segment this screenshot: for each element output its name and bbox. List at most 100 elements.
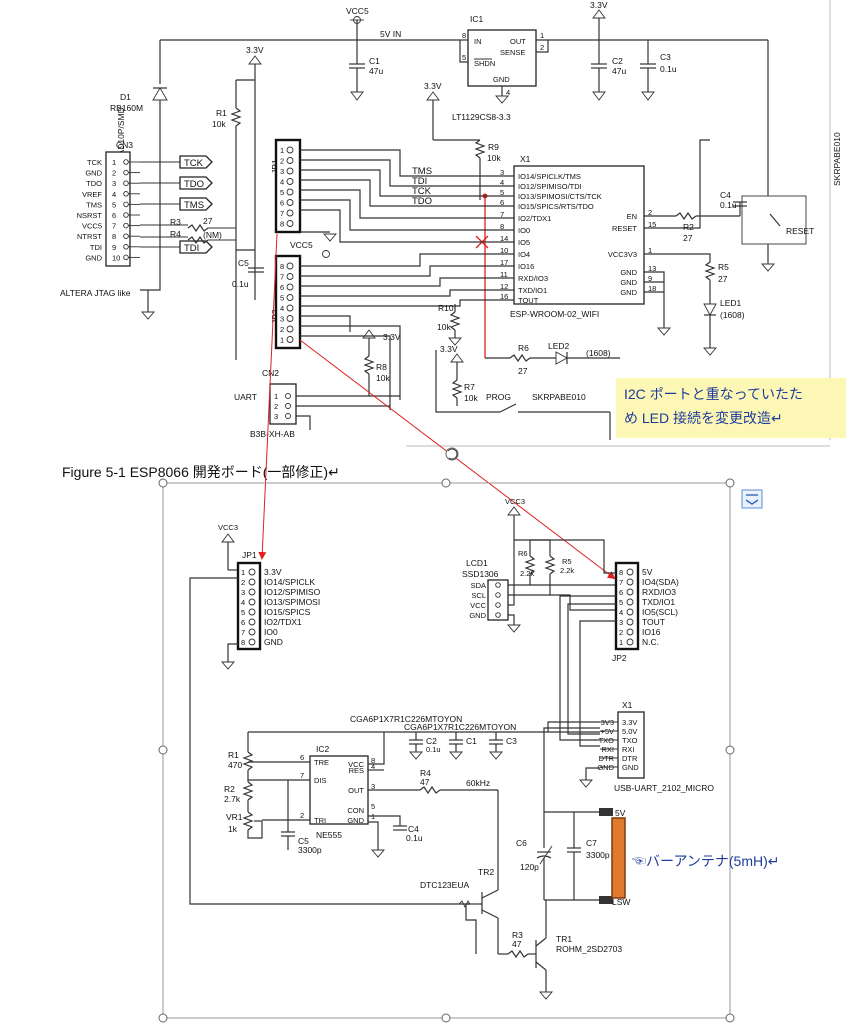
ne555-part: NE555 xyxy=(316,830,342,840)
r9-val: 10k xyxy=(487,153,501,163)
led2-ref: LED2 xyxy=(548,341,570,351)
antenna-bottom-label: LSW xyxy=(612,897,630,907)
jp1-top-pin xyxy=(286,167,294,175)
vr1-val: 1k xyxy=(228,824,238,834)
prog-label: PROG xyxy=(486,392,511,402)
note-line-1: I2C ポートと重なっていたた xyxy=(624,386,803,402)
jp2-top-pin-number: 6 xyxy=(280,283,284,292)
altera-label: ALTERA JTAG like xyxy=(60,288,131,298)
uart-label: UART xyxy=(234,392,257,402)
r7-ref: R7 xyxy=(464,382,475,392)
c5-val: 0.1u xyxy=(232,279,249,289)
top-schematic: VCC5 5V IN C1 47u IC1 IN OUT SENSE SHDN … xyxy=(60,0,842,447)
jp2-bottom-pin-number: 8 xyxy=(619,568,623,577)
lcd1-box xyxy=(487,579,509,621)
cn3-pin-label: TMS xyxy=(86,200,102,209)
rotate-handle[interactable] xyxy=(445,447,459,461)
jp2-bottom-pin-number: 4 xyxy=(619,608,623,617)
esp-right-pin-number: 9 xyxy=(648,274,652,283)
jp1-bottom-pin-number: 4 xyxy=(241,598,245,607)
cn2-pin xyxy=(285,413,291,419)
c5-bottom-ref: C5 xyxy=(298,836,309,846)
annotation-note: I2C ポートと重なっていたた め LED 接続を変更改造↵ xyxy=(616,378,846,438)
jp2-bottom-pin-number: 1 xyxy=(619,638,623,647)
jp2-top-pin xyxy=(286,336,294,343)
cn3-pin-label: NSRST xyxy=(77,211,103,220)
jp1-top-pin-number: 5 xyxy=(280,188,284,197)
jp2-bottom-pin-label: IO5(SCL) xyxy=(642,607,678,617)
jp1-bottom-pin-number: 5 xyxy=(241,608,245,617)
esp-right-pin-label: GND xyxy=(620,288,637,297)
layout-options-icon[interactable] xyxy=(741,489,763,509)
jp1-bottom-pin-label: IO15/SPICS xyxy=(264,607,311,617)
usb-uart-box xyxy=(617,711,645,779)
usb-uart-inner-label: GND xyxy=(622,763,639,772)
jp2-bottom-pin-number: 3 xyxy=(619,618,623,627)
lcd1-ref: LCD1 xyxy=(466,558,488,568)
c1-bottom-ref: C1 xyxy=(466,736,477,746)
c6-ref: C6 xyxy=(516,838,527,848)
esp-left-pin-label: TXD/IO1 xyxy=(518,286,547,295)
esp-right-pin-label: EN xyxy=(627,212,637,221)
jp2-top-pin-number: 5 xyxy=(280,294,284,303)
jp1-bottom-pin-label: IO0 xyxy=(264,627,278,637)
c2-bottom-ref: C2 xyxy=(426,736,437,746)
cn3-pin-number: 8 xyxy=(112,232,116,241)
lcd-pin-label: SCL xyxy=(471,591,486,600)
jtag-net-label: TDI xyxy=(412,176,427,187)
tr2-ref: TR2 xyxy=(478,867,494,877)
vcc3-label-2: VCC3 xyxy=(505,497,525,506)
r10-ref: R10 xyxy=(438,303,454,313)
usb-uart-inner-label: DTR xyxy=(622,754,638,763)
cn3-pin-number: 1 xyxy=(112,158,116,167)
c3-val: 0.1u xyxy=(660,64,677,74)
c4-ref: C4 xyxy=(720,190,731,200)
c7-val: 3300p xyxy=(586,850,610,860)
c5-bottom-val: 3300p xyxy=(298,845,322,855)
jp1-bottom-ref: JP1 xyxy=(242,550,257,560)
r3-bottom-val: 47 xyxy=(512,939,522,949)
tr1-part: ROHM_2SD2703 xyxy=(556,944,622,954)
jp2-bottom-pin-label: RXD/IO3 xyxy=(642,587,676,597)
c1-ref: C1 xyxy=(369,56,380,66)
esp-left-pin-number: 8 xyxy=(500,222,504,231)
ne555-right-label: VCC xyxy=(348,760,364,769)
5v-in-label: 5V IN xyxy=(380,29,401,39)
usb-uart-outer-label: DTR xyxy=(599,754,615,763)
r7-val: 10k xyxy=(464,393,478,403)
esp-right-pin-number: 1 xyxy=(648,246,652,255)
c2-ref: C2 xyxy=(612,56,623,66)
r5-bottom-ref: R5 xyxy=(562,557,572,566)
selection-handles[interactable] xyxy=(158,478,735,1023)
jp2-bottom-pin xyxy=(626,608,634,616)
lcd-pin-label: VCC xyxy=(470,601,486,610)
jp2-bottom-ref: JP2 xyxy=(612,653,627,663)
figure-caption: Figure 5-1 ESP8066 開発ボード(一部修正)↵ xyxy=(62,464,340,480)
esp-left-pins: IO14/SPICLK/TMS3IO12/SPIMISO/TDI4IO13/SP… xyxy=(500,168,602,305)
jp2-header xyxy=(274,254,302,350)
cn3-pin-label: TCK xyxy=(87,158,102,167)
arrow-jp1 xyxy=(258,233,278,560)
ic1-box xyxy=(467,29,537,87)
jp1-top-pin-number: 1 xyxy=(280,146,284,155)
c2-bottom-val: 0.1u xyxy=(426,745,441,754)
jp1-top-pin xyxy=(286,220,294,227)
r3-bottom-ref: R3 xyxy=(512,930,523,940)
c4-val: 0.1u xyxy=(720,200,737,210)
r10-val: 10k xyxy=(437,322,451,332)
esp-left-pin-number: 7 xyxy=(500,210,504,219)
jp2-top-pin-number: 7 xyxy=(280,273,284,282)
v33-label-1: 3.3V xyxy=(590,0,608,10)
jp1-bottom-pin-label: IO13/SPIMOSI xyxy=(264,597,320,607)
lcd-pin xyxy=(495,592,501,598)
esp-left-pin-label: IO15/SPICS/RTS/TDO xyxy=(518,202,594,211)
esp-left-pin-number: 10 xyxy=(500,246,508,255)
usb-uart-outer-label: RXI xyxy=(601,745,614,754)
cn3-pin-label: GND xyxy=(85,253,102,262)
cn2-pin-number: 2 xyxy=(274,402,278,411)
rail-caps xyxy=(409,732,503,760)
r8-val: 10k xyxy=(376,373,390,383)
